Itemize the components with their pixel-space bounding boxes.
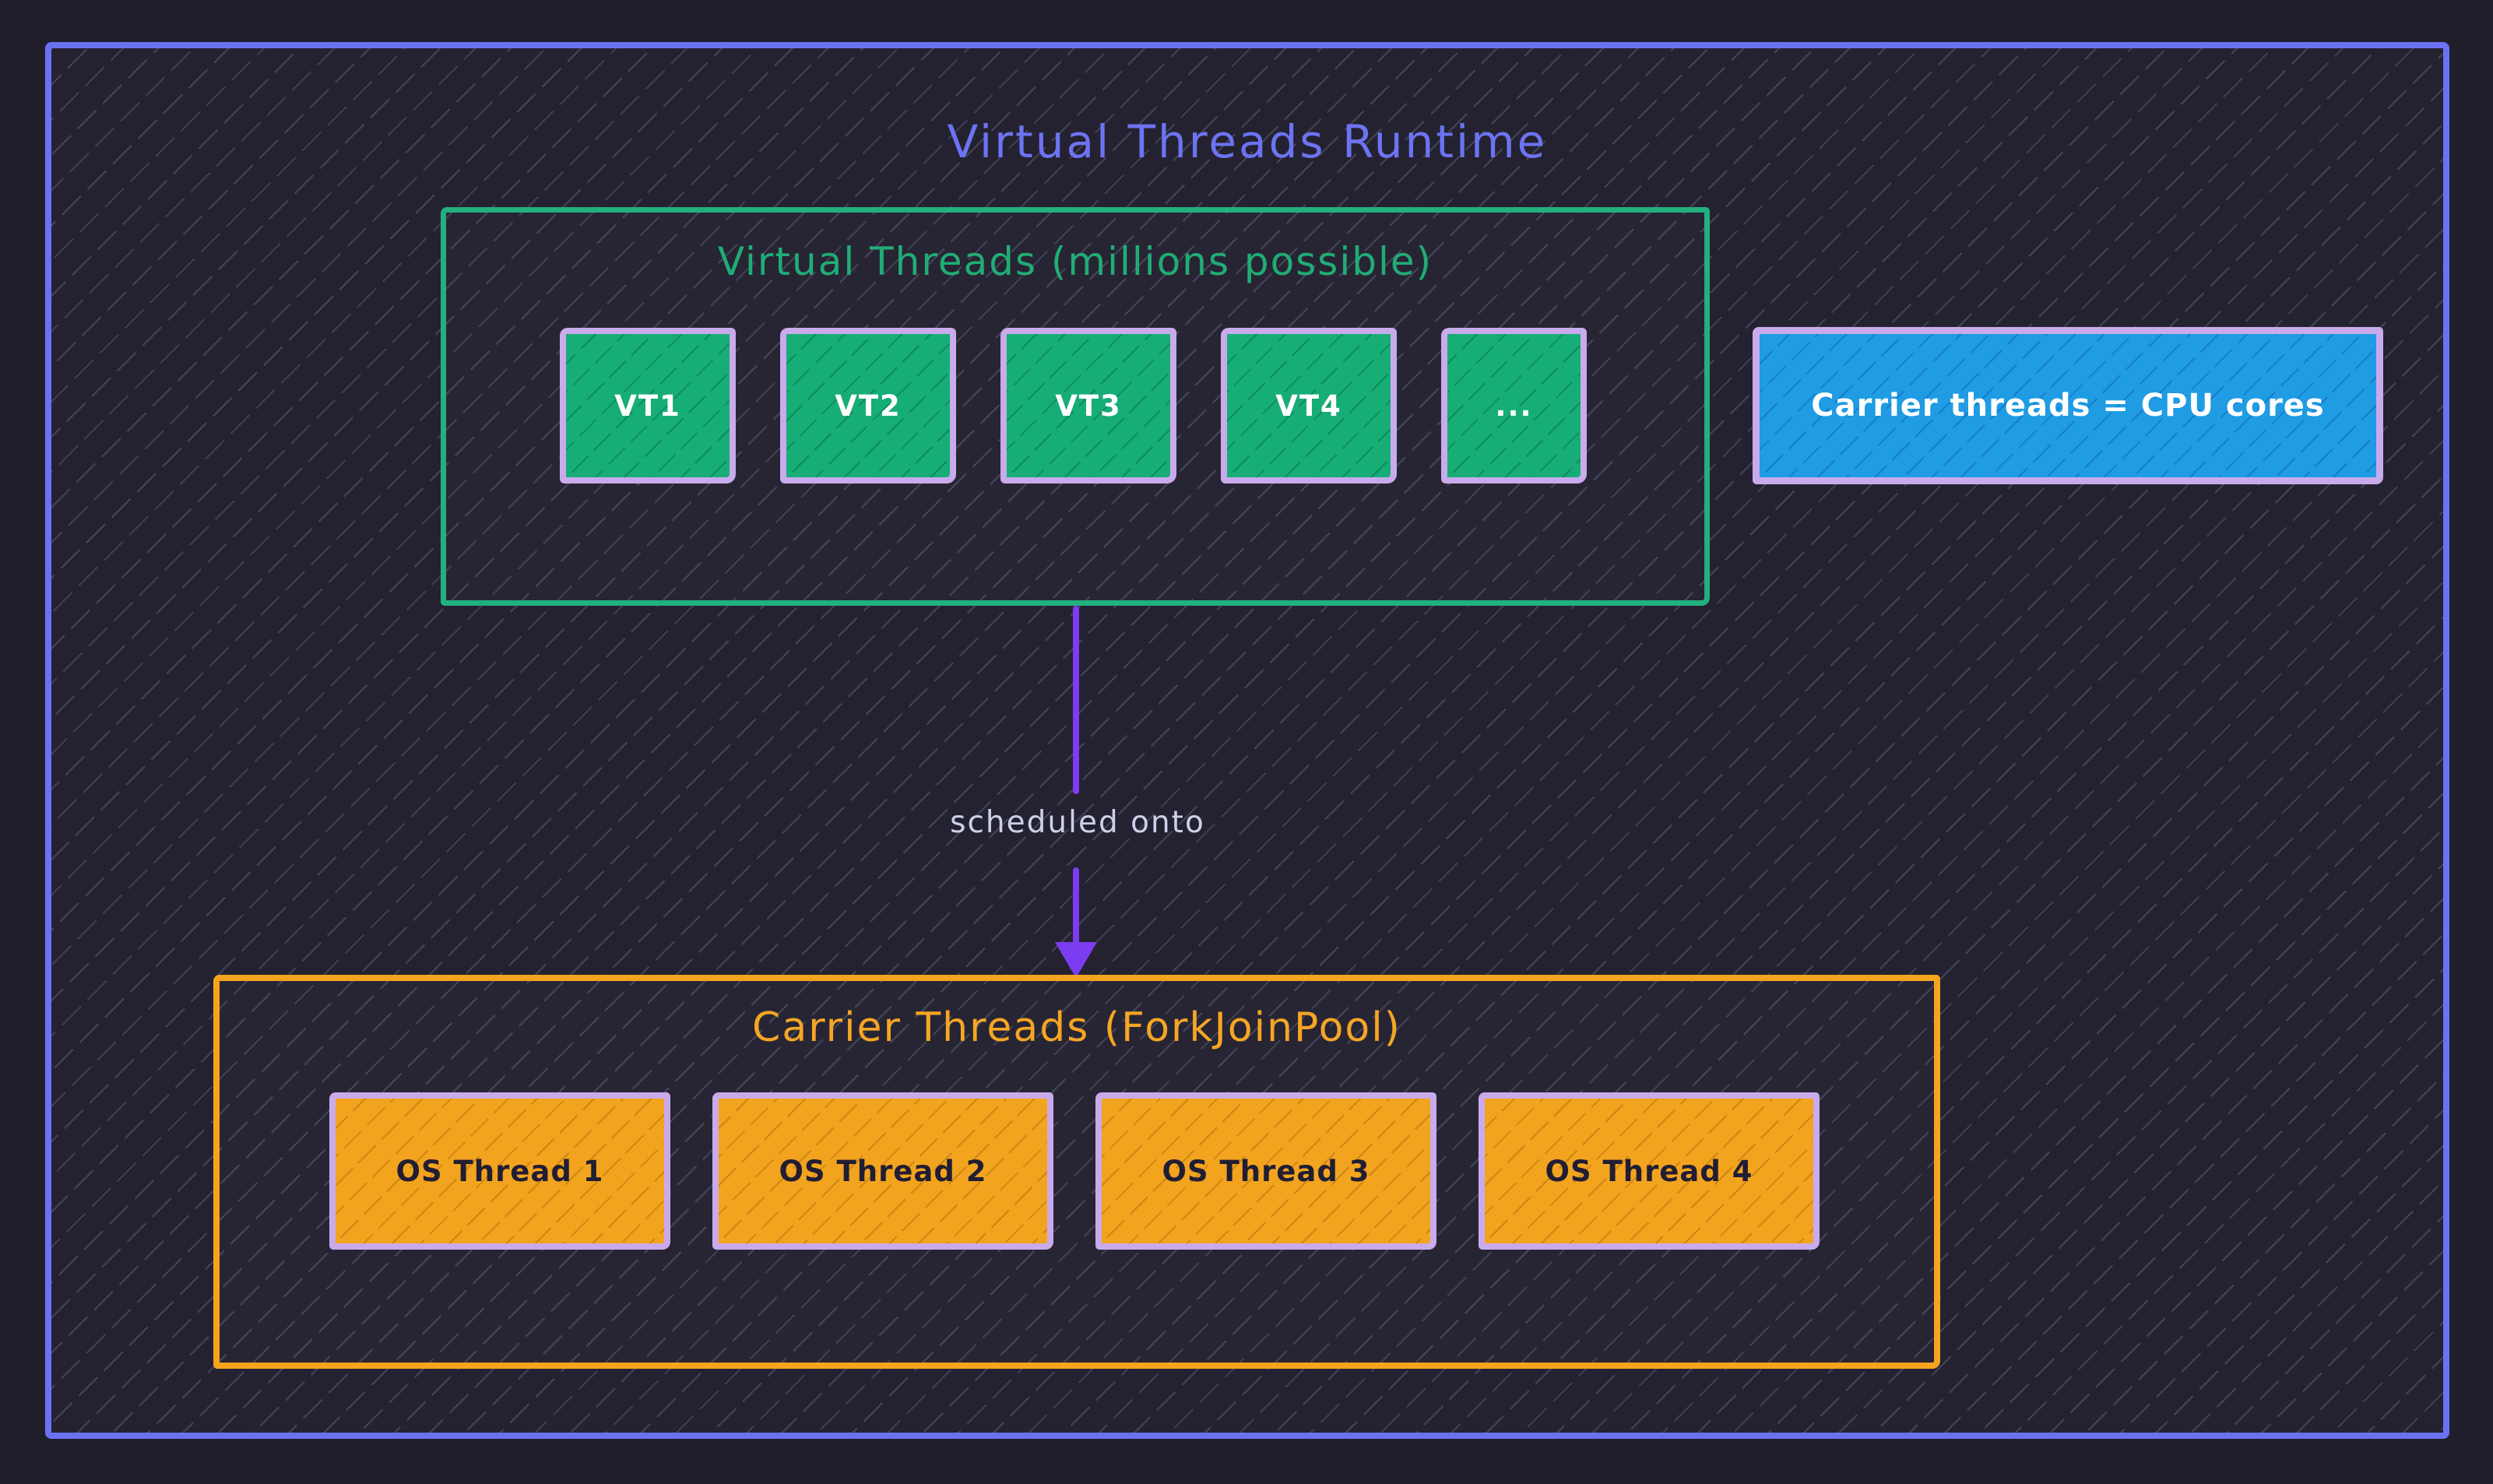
virtual-thread-box-3: VT3 [1000,328,1176,484]
os-thread-box-2: OS Thread 2 [712,1092,1053,1250]
os-thread-box-4: OS Thread 4 [1479,1092,1820,1250]
runtime-frame: Virtual Threads Runtime Virtual Threads … [45,42,2449,1439]
arrow-label: scheduled onto [950,805,1205,840]
os-thread-box-3: OS Thread 3 [1095,1092,1436,1250]
arrow-head-icon [1055,942,1097,978]
arrow-shaft-bottom [1073,867,1079,945]
virtual-threads-group: Virtual Threads (millions possible) VT1 … [441,207,1710,606]
virtual-threads-group-title: Virtual Threads (millions possible) [717,239,1433,284]
diagram-title: Virtual Threads Runtime [947,115,1548,168]
virtual-thread-box-2: VT2 [780,328,956,484]
virtual-threads-row: VT1 VT2 VT3 VT4 ... [560,328,1587,484]
arrow-shaft-top [1073,606,1079,794]
carrier-threads-group-title: Carrier Threads (ForkJoinPool) [752,1004,1401,1051]
virtual-thread-box-1: VT1 [560,328,736,484]
os-threads-row: OS Thread 1 OS Thread 2 OS Thread 3 OS T… [329,1092,1820,1250]
os-thread-box-1: OS Thread 1 [329,1092,670,1250]
carrier-threads-group: Carrier Threads (ForkJoinPool) OS Thread… [213,975,1940,1369]
virtual-thread-box-more: ... [1441,328,1587,484]
carrier-note-box: Carrier threads = CPU cores [1753,327,2383,484]
virtual-thread-box-4: VT4 [1221,328,1397,484]
